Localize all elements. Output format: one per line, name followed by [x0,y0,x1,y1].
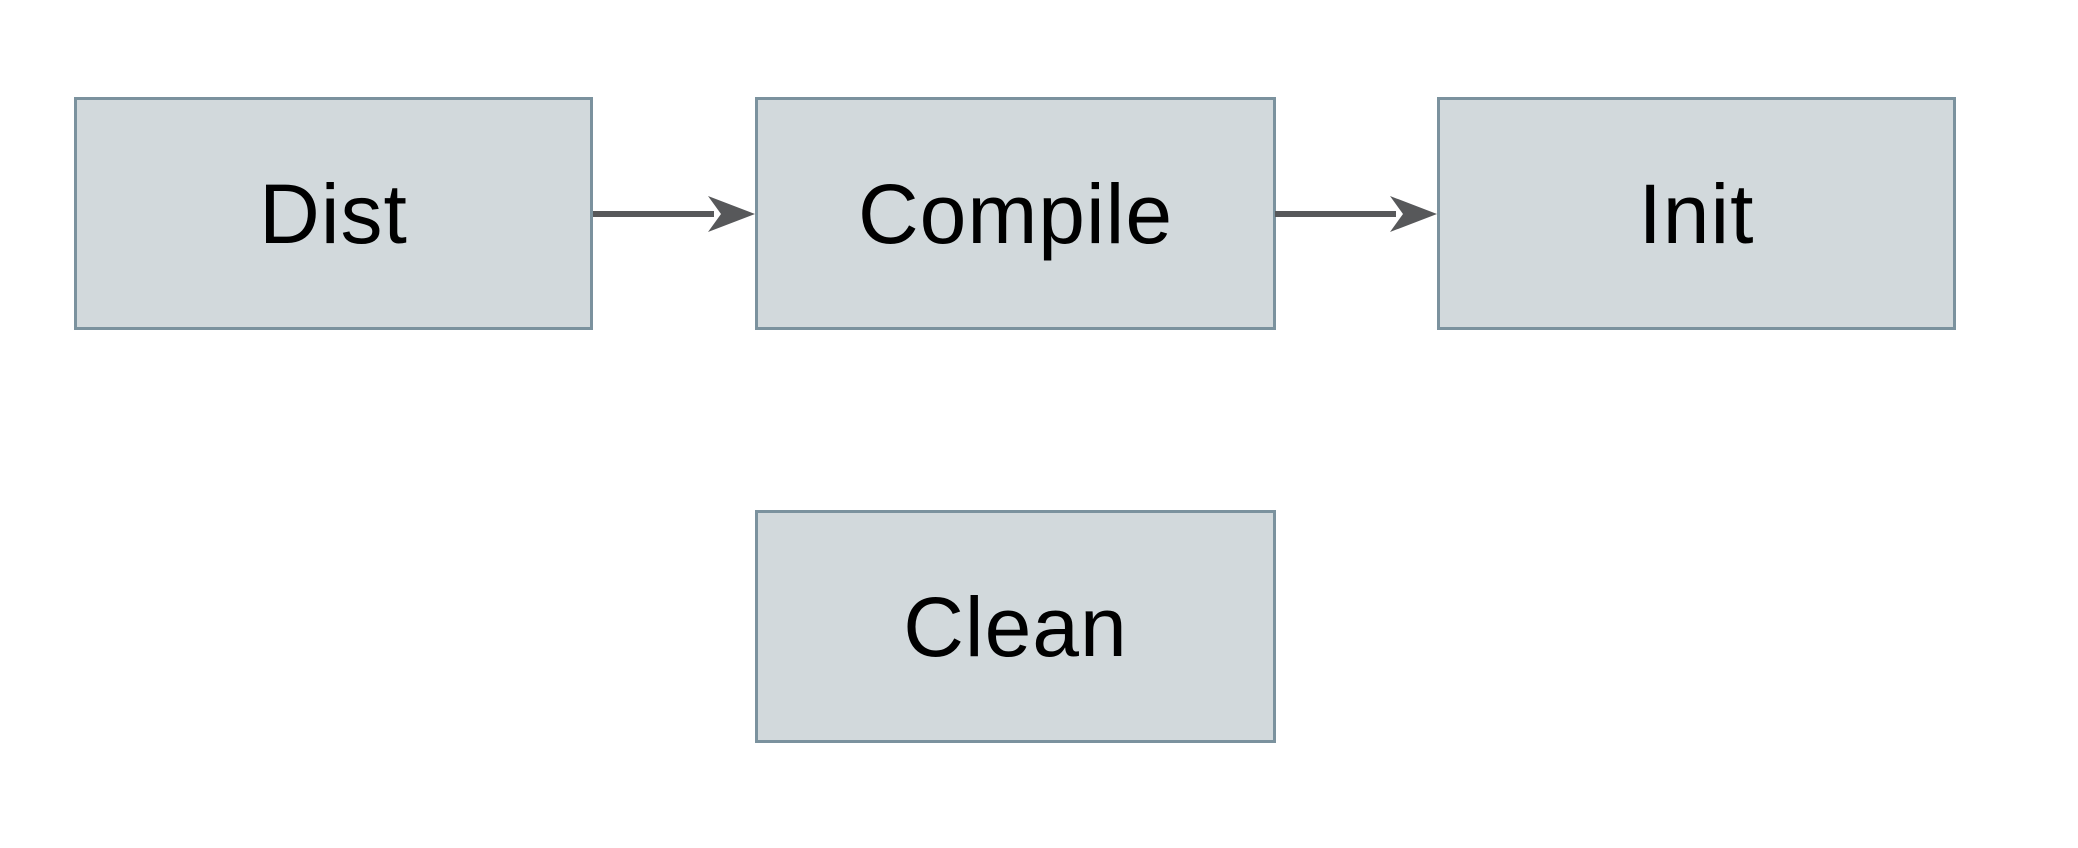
node-dist-label: Dist [259,166,408,261]
arrow-head-icon [1390,196,1437,232]
node-compile-label: Compile [857,166,1174,261]
node-init-label: Init [1638,166,1755,261]
node-init[interactable]: Init [1437,97,1956,330]
arrow-head-icon [708,196,755,232]
arrow-compile-to-init [1275,196,1437,232]
node-compile[interactable]: Compile [755,97,1276,330]
node-dist[interactable]: Dist [74,97,593,330]
node-clean[interactable]: Clean [755,510,1276,743]
arrow-dist-to-compile [593,196,755,232]
node-clean-label: Clean [903,579,1128,674]
